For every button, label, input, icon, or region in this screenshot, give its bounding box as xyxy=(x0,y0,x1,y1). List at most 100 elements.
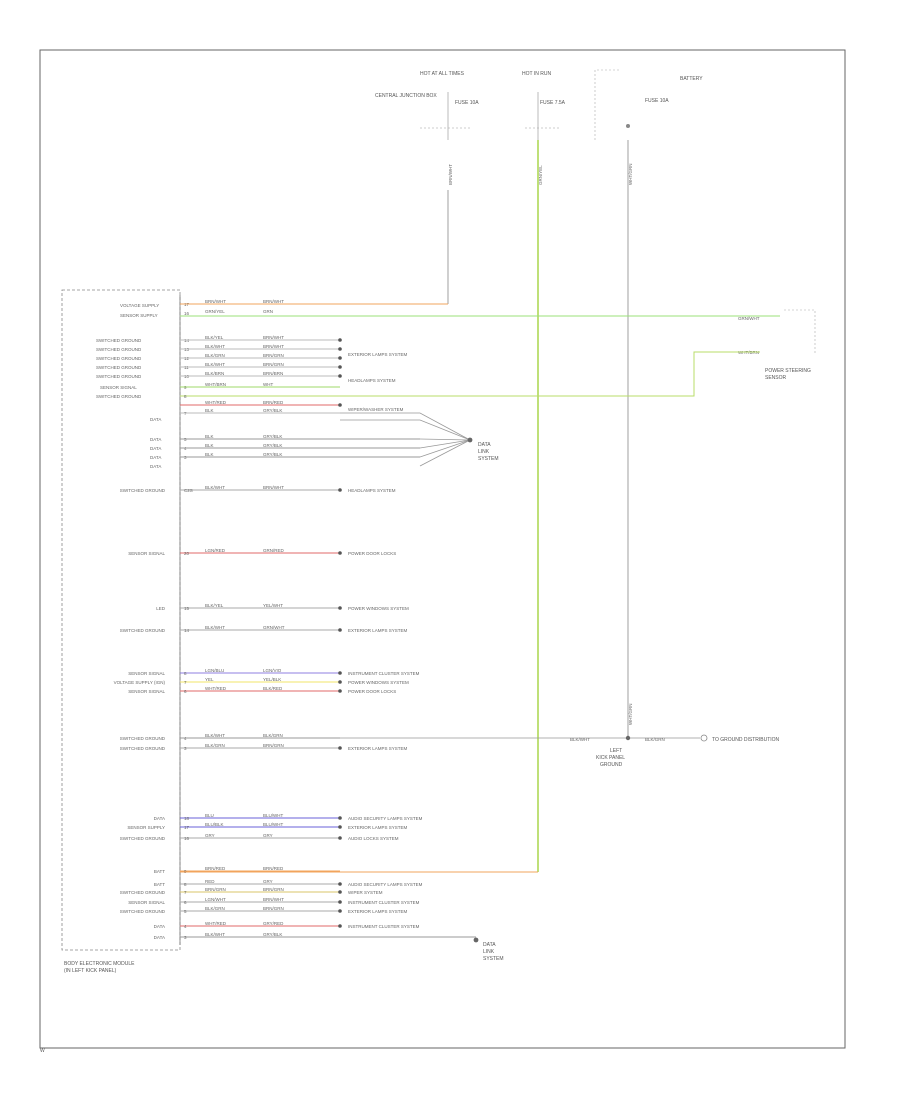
dest-label: EXTERIOR LAMPS SYSTEM xyxy=(348,909,408,914)
pin-label: SWITCHED GROUND xyxy=(120,628,166,633)
wire-label: YEL xyxy=(205,677,214,682)
top-source-3: BATTERY FUSE 10A WHT/GRN xyxy=(594,69,703,186)
pin-label: SENSOR SIGNAL xyxy=(128,689,165,694)
svg-text:GRY/BLK: GRY/BLK xyxy=(263,408,282,413)
svg-text:WHT/GRN: WHT/GRN xyxy=(628,164,633,186)
svg-text:GRN/YEL: GRN/YEL xyxy=(538,165,543,185)
svg-text:BLK/BRN: BLK/BRN xyxy=(205,371,224,376)
page-ref: W xyxy=(40,1048,45,1054)
wire-terminal xyxy=(338,924,342,928)
svg-text:BRN/GRN: BRN/GRN xyxy=(263,362,284,367)
svg-text:DATA: DATA xyxy=(478,442,491,448)
wire-label: GRY/RED xyxy=(263,921,284,926)
svg-text:DATA: DATA xyxy=(150,437,161,442)
wire-label: BRN/GRN xyxy=(263,743,284,748)
wire-label: BRN/WHT xyxy=(263,897,284,902)
pin-label: 8 xyxy=(184,671,187,676)
dest-label: INSTRUMENT CLUSTER SYSTEM xyxy=(348,671,420,676)
pin-row-lower: SWITCHED GROUND 14 BLK/WHT GRN/WHT EXTERIOR … xyxy=(120,625,408,633)
wire-label: BLK/WHT xyxy=(205,625,225,630)
pin-label: BATT xyxy=(154,882,165,887)
svg-text:HOT AT ALL TIMES: HOT AT ALL TIMES xyxy=(420,71,465,77)
dest-label: POWER DOOR LOCKS xyxy=(348,689,396,694)
wire-label: BRN/RED xyxy=(205,866,226,871)
svg-text:DATA: DATA xyxy=(150,455,161,460)
wire-label: BRN/WHT xyxy=(263,485,284,490)
wire-label: GRY/BLK xyxy=(263,932,282,937)
pin-label: 7 xyxy=(184,680,187,685)
wire-terminal xyxy=(338,606,342,610)
svg-text:HOT IN RUN: HOT IN RUN xyxy=(522,71,551,77)
svg-text:WHT/BRN: WHT/BRN xyxy=(205,382,226,387)
pin-label: SENSOR SIGNAL xyxy=(128,900,165,905)
dest-label: EXTERIOR LAMPS SYSTEM xyxy=(348,825,408,830)
pin-row-9: SENSOR SIGNAL 9 WHT/BRN WHT xyxy=(100,382,340,390)
pin-label: SENSOR SIGNAL xyxy=(128,551,165,556)
svg-text:8: 8 xyxy=(184,394,187,399)
wire-label: GRN/WHT xyxy=(263,625,285,630)
svg-text:EXTERIOR LAMPS SYSTEM: EXTERIOR LAMPS SYSTEM xyxy=(348,352,408,357)
svg-text:SWITCHED GROUND: SWITCHED GROUND xyxy=(96,394,142,399)
dest-label: INSTRUMENT CLUSTER SYSTEM xyxy=(348,924,420,929)
svg-text:KICK PANEL: KICK PANEL xyxy=(596,755,625,761)
wire-label: BLK/WHT xyxy=(205,485,225,490)
svg-text:GROUND: GROUND xyxy=(600,762,623,768)
svg-text:BRN/BRN: BRN/BRN xyxy=(263,371,283,376)
wire-label: BRN/GRN xyxy=(205,887,226,892)
pin-label: SWITCHED GROUND xyxy=(120,909,166,914)
svg-text:SWITCHED GROUND: SWITCHED GROUND xyxy=(96,356,142,361)
wire-label: BRN/RED xyxy=(263,866,284,871)
wire-label: GRN/RED xyxy=(263,548,285,553)
wire-label: BLU xyxy=(205,813,214,818)
wire-terminal xyxy=(338,551,342,555)
svg-text:BRN/RED: BRN/RED xyxy=(263,400,284,405)
pin-label: SWITCHED GROUND xyxy=(120,736,166,741)
svg-text:GRY/BLK: GRY/BLK xyxy=(263,443,282,448)
svg-text:LEFT: LEFT xyxy=(610,748,622,754)
dest-label: AUDIO SECURITY LAMPS SYSTEM xyxy=(348,816,423,821)
upper-data-bus: DATA LINK SYSTEM xyxy=(340,412,499,467)
pin-label: VOLTAGE SUPPLY (IGN) xyxy=(114,680,166,685)
svg-text:BLK: BLK xyxy=(205,434,214,439)
pin-label: 3 xyxy=(184,746,187,751)
wire-terminal xyxy=(338,900,342,904)
svg-text:CENTRAL JUNCTION BOX: CENTRAL JUNCTION BOX xyxy=(375,93,437,99)
svg-text:WHT/GRN: WHT/GRN xyxy=(628,704,633,726)
page-frame xyxy=(39,49,846,1049)
svg-text:SWITCHED GROUND: SWITCHED GROUND xyxy=(96,365,142,370)
svg-text:DATA: DATA xyxy=(483,942,496,948)
wire-label: GRY xyxy=(263,833,273,838)
pin-label: SENSOR SIGNAL xyxy=(128,671,165,676)
svg-text:FUSE 10A: FUSE 10A xyxy=(455,100,479,106)
dest-label: POWER WINDOWS SYSTEM xyxy=(348,680,409,685)
pin-row-10: SWITCHED GROUND 10 BLK/BRN BRN/BRN HEADL… xyxy=(96,371,396,383)
pin-label: 5 xyxy=(184,909,187,914)
svg-text:BATTERY: BATTERY xyxy=(680,76,703,82)
svg-text:BRN/WHT: BRN/WHT xyxy=(448,164,453,185)
top-source-1: CENTRAL JUNCTION BOX HOT AT ALL TIMES FU… xyxy=(375,71,479,185)
svg-text:WHT/RED: WHT/RED xyxy=(205,400,227,405)
wire-label: LGN/WHT xyxy=(205,897,226,902)
pin-label: 4 xyxy=(184,924,187,929)
svg-text:BLK/GRN: BLK/GRN xyxy=(205,353,225,358)
svg-text:BLK: BLK xyxy=(205,408,214,413)
pin-label: 14 xyxy=(184,628,190,633)
svg-text:BRN/GRN: BRN/GRN xyxy=(263,353,284,358)
upper-pin-rows: VOLTAGE SUPPLY 17 BRN/WHT BRN/WHT SENSOR… xyxy=(96,299,448,469)
wire-label: LGN/RED xyxy=(205,548,226,553)
pin-label: LED xyxy=(156,606,166,611)
pin-row-8: SWITCHED GROUND 8 WHT/RED BRN/RED WIPER/… xyxy=(96,394,404,412)
wire-label: BLK/YEL xyxy=(205,603,224,608)
dest-label: EXTERIOR LAMPS SYSTEM xyxy=(348,628,408,633)
svg-text:SENSOR: SENSOR xyxy=(765,375,787,381)
svg-text:SWITCHED GROUND: SWITCHED GROUND xyxy=(96,374,142,379)
